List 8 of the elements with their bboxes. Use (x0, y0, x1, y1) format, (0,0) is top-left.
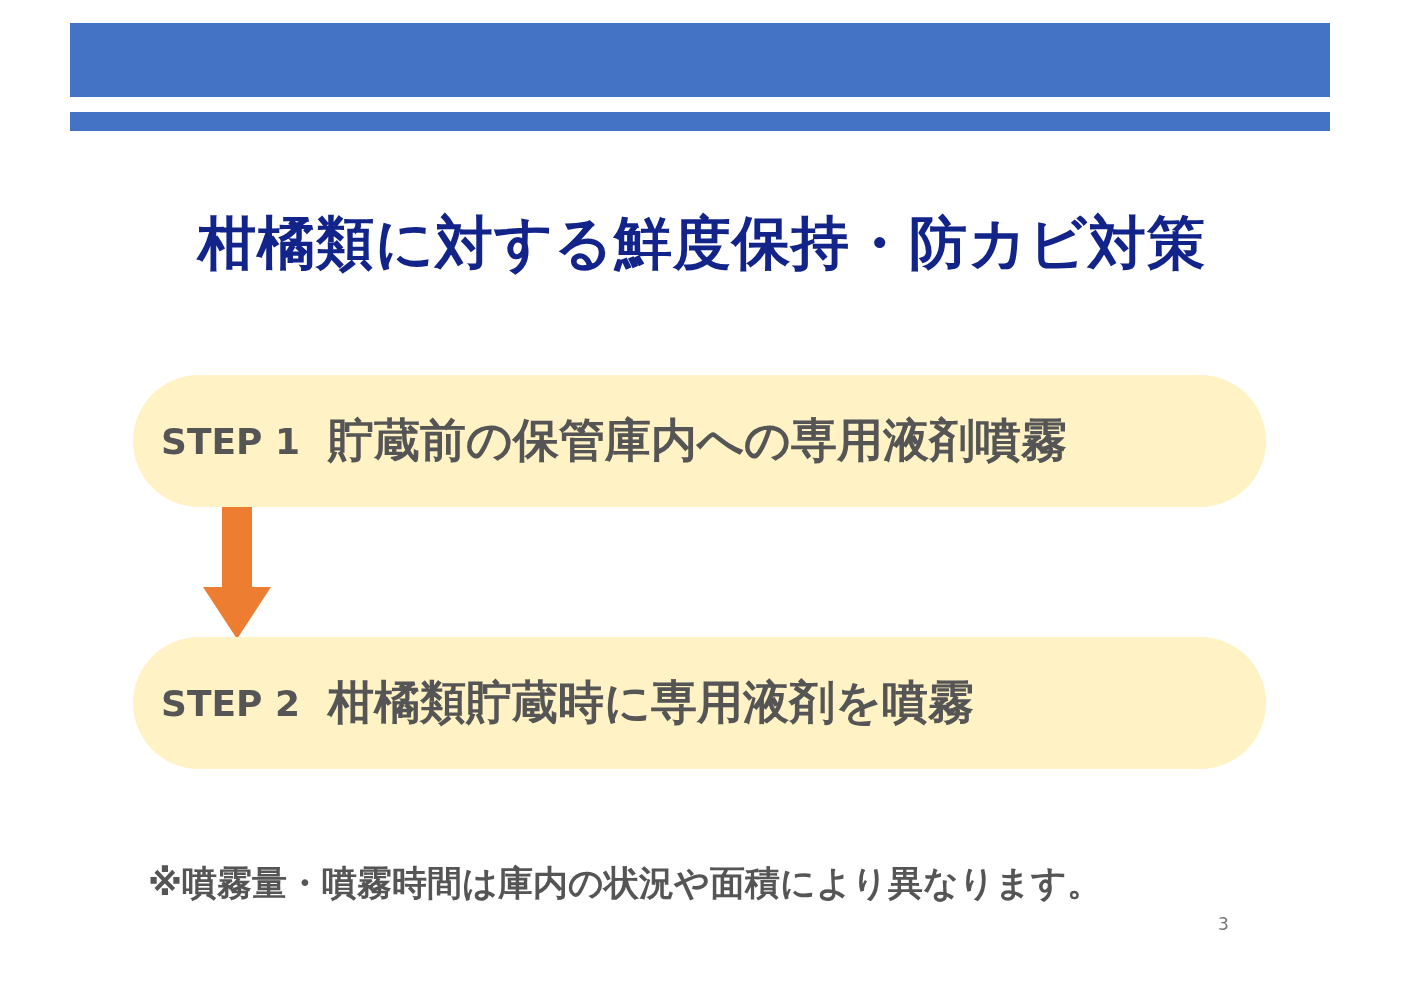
step-text: 柑橘類貯蔵時に専用液剤を噴霧 (328, 674, 975, 731)
title: 柑橘類に対する鮮度保持・防カビ対策 (195, 208, 1207, 279)
step-label: STEP 2 (161, 682, 301, 724)
arrow (203, 507, 271, 639)
page-number: 3 (1218, 914, 1229, 934)
step-label: STEP 1 (161, 420, 301, 462)
note: ※噴霧量・噴霧時間は庫内の状況や面積により異なります。 (148, 862, 1103, 905)
step-text: 貯蔵前の保管庫内への専用液剤噴霧 (328, 412, 1068, 469)
